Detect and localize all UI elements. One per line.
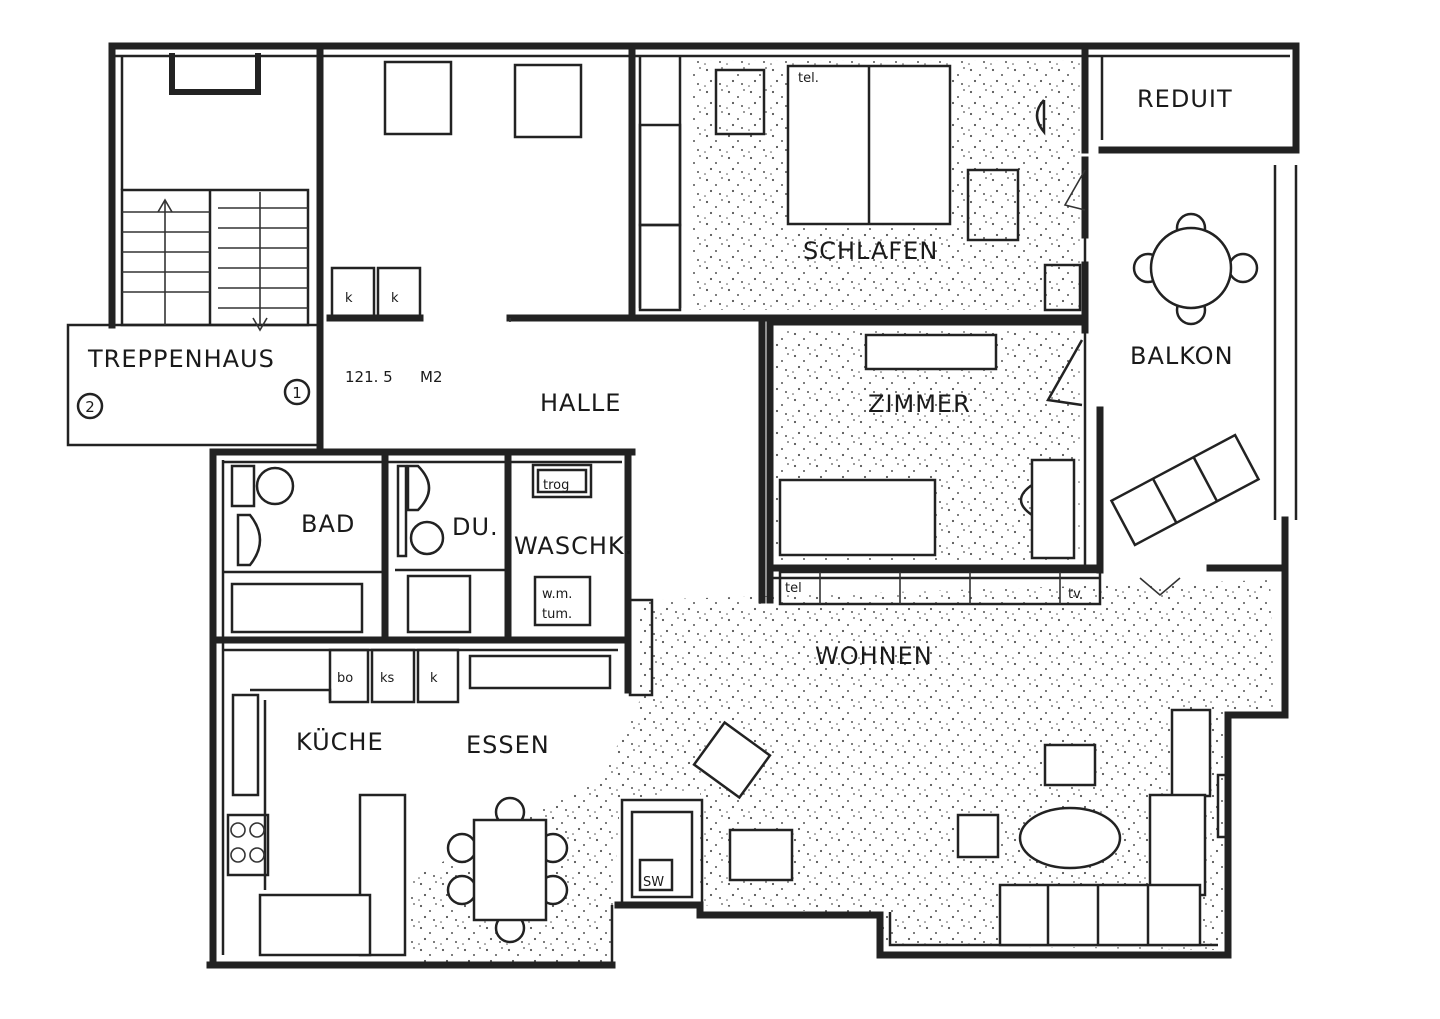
label-wohnen: WOHNEN (815, 642, 933, 670)
staircase (120, 53, 310, 332)
door-swings (509, 169, 1181, 597)
label-du: DU. (452, 513, 499, 541)
bad-fixtures (230, 464, 364, 634)
trog-label: trog (543, 478, 569, 493)
closet-left-label: k (345, 291, 353, 306)
floor-texture (410, 60, 1275, 965)
interior-walls (209, 42, 1289, 890)
furniture-zimmer (778, 333, 1084, 560)
k-kitchen-label: k (430, 671, 438, 686)
closet-right-label: k (391, 291, 399, 306)
area-value: 121. 5 (345, 368, 393, 386)
furniture-room-top-left (330, 60, 583, 320)
living-furniture (620, 570, 1232, 947)
label-bad: BAD (301, 510, 355, 538)
exterior-walls (66, 42, 1300, 969)
label-waschk: WASCHK. (514, 532, 633, 560)
label-halle: HALLE (540, 389, 621, 417)
svg-text:1: 1 (292, 384, 302, 402)
stair-marker-1: 1 (283, 378, 311, 406)
label-essen: ESSEN (466, 731, 550, 759)
wardrobe-schlafen (638, 123, 682, 312)
bed (714, 64, 1082, 312)
label-schlafen: SCHLAFEN (803, 237, 938, 265)
area-annotation: 121. 5 M2 (345, 368, 443, 386)
sw-label: SW (643, 875, 664, 890)
fixture-labels: tel. k k trog w.m. tum. bo ks k tel tv S… (337, 71, 1081, 890)
tel-schlafen-label: tel. (798, 71, 819, 86)
label-treppenhaus: TREPPENHAUS (87, 345, 275, 373)
tel-wohnen-label: tel (785, 581, 802, 596)
label-kueche: KÜCHE (296, 727, 384, 756)
label-balkon: BALKON (1130, 342, 1234, 370)
ks-label: ks (380, 671, 395, 686)
wm-bottom-label: tum. (542, 607, 572, 622)
waschk-fixtures (531, 463, 593, 627)
du-fixtures (396, 464, 472, 634)
kitchen-fixtures (226, 598, 654, 957)
dining-table (446, 796, 569, 944)
bo-label: bo (337, 671, 353, 686)
room-labels: TREPPENHAUS HALLE SCHLAFEN REDUIT BALKON… (87, 85, 1234, 759)
label-reduit: REDUIT (1137, 85, 1233, 113)
balkon-table-set (1132, 212, 1259, 326)
stair-marker-2: 2 (76, 392, 104, 420)
area-unit: M2 (420, 368, 443, 386)
label-zimmer: ZIMMER (868, 390, 971, 418)
wm-top-label: w.m. (542, 587, 572, 602)
balkon-lounger (1109, 433, 1261, 547)
svg-text:2: 2 (85, 398, 95, 416)
tv-label: tv (1068, 587, 1081, 602)
